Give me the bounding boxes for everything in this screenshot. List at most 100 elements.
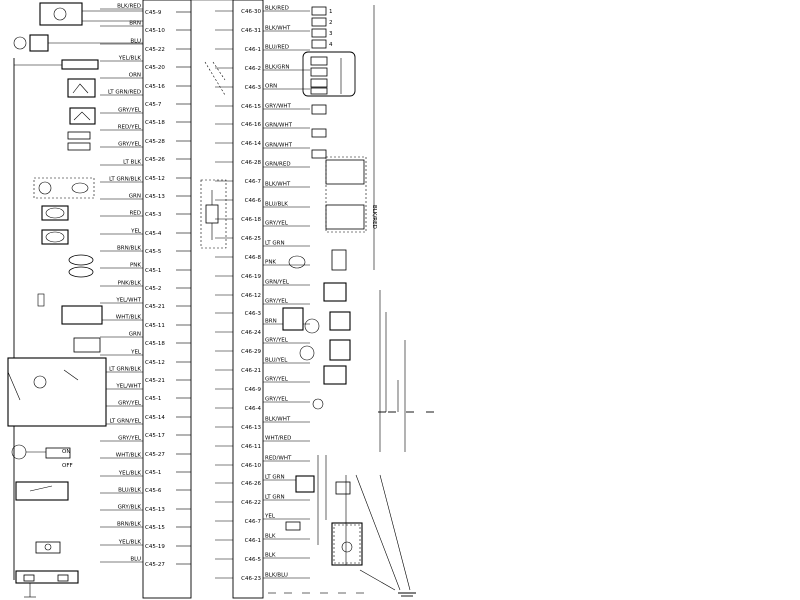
resistor-pair: [67, 131, 91, 151]
right-wire-label: GRY/WHT: [265, 104, 292, 110]
left-wire-label: ORN: [129, 73, 141, 79]
right-connector-pin: C46-1: [245, 538, 261, 544]
ground-symbols-right: [378, 411, 434, 597]
fuel-pump-unit: [331, 522, 363, 566]
right-connector-pin: C46-3: [245, 311, 262, 317]
left-wire-label: YEL: [130, 350, 142, 356]
right-connector-pin: C46-6: [245, 198, 262, 204]
oxygen-sensors: [68, 254, 94, 278]
right-wire-label: GRN/WHT: [265, 123, 293, 129]
injector-2: [41, 229, 69, 245]
left-wire-label: YEL: [130, 229, 142, 235]
right-wire-label: BLU/RED: [265, 45, 289, 51]
right-connector-pin: C46-13: [241, 425, 261, 431]
right-wire-label: BLK/WHT: [265, 26, 291, 32]
left-connector-pin: C45-18: [145, 341, 165, 347]
pin-number-1: 1: [329, 9, 333, 15]
right-connector-pin: C46-4: [245, 406, 262, 412]
right-connector-pin: C46-14: [241, 141, 261, 147]
ignition-coil-pack: [302, 51, 356, 97]
left-connector-pin: C45-26: [145, 157, 165, 163]
relay-box-left: [61, 305, 103, 353]
injector-1: [41, 205, 69, 221]
left-connector-pin: C45-12: [145, 176, 165, 182]
left-wire-label: LT GRN/BLK: [109, 367, 141, 373]
right-wire-label: ORN: [265, 84, 277, 90]
relay-switch-bottom: [15, 481, 69, 501]
right-connector-pin: C46-15: [241, 104, 261, 110]
right-connector-pin: C46-26: [241, 481, 261, 487]
left-connector-pin: C45-5: [145, 249, 162, 255]
left-wire-label: GRY/YEL: [118, 436, 142, 442]
left-wire-label: YEL/BLK: [118, 471, 142, 477]
left-wire-label: GRN: [129, 194, 141, 200]
left-connector-pin: C45-6: [145, 488, 162, 494]
left-wire-label: LT BLK: [123, 160, 141, 166]
left-connector-pin: C45-28: [145, 139, 165, 145]
right-wire-label: GRN/RED: [265, 162, 291, 168]
left-wire-label: RED: [129, 211, 141, 217]
left-connector-pin: C45-13: [145, 194, 165, 200]
right-connector-pin: C46-24: [241, 330, 261, 336]
sensor-box-top: [39, 2, 143, 26]
left-connector-pin: C45-22: [145, 47, 165, 53]
right-connector-pin: C46-19: [241, 274, 261, 280]
pin-number-2: 2: [329, 20, 333, 26]
right-connector-pin: C46-21: [241, 368, 261, 374]
left-connector-pin: C45-9: [145, 10, 162, 16]
switch-label-on: ON: [62, 449, 70, 455]
left-connector-pin: C45-3: [145, 212, 162, 218]
relay-bottom: [285, 475, 351, 531]
fuse-block-mid: [311, 104, 327, 159]
left-wire-label: WHT/BLK: [116, 315, 142, 321]
right-wire-label: GRY/YEL: [265, 397, 289, 403]
motor-relay-upper: [282, 282, 351, 334]
right-wire-label: BLK/RED: [265, 6, 289, 12]
left-wire-label: BLU: [130, 39, 141, 45]
right-wire-label: BLK/WHT: [265, 417, 291, 423]
fuse-component: [14, 59, 99, 70]
side-label: BLK/RED: [371, 205, 377, 229]
sensor-box-b: [69, 107, 96, 125]
right-wire-label: YEL: [264, 514, 276, 520]
right-connector-pin: C46-12: [241, 293, 261, 299]
right-connector-pin: C46-3: [245, 85, 262, 91]
right-connector-pin: C46-22: [241, 500, 261, 506]
right-wire-label: BLK: [265, 553, 276, 559]
meter-symbol: [11, 444, 71, 460]
right-wire-label: BLK/GRN: [265, 65, 290, 71]
left-wire-label: PNK: [130, 263, 141, 269]
valve-symbol: [288, 249, 347, 271]
left-wire-label: BRN/BLK: [117, 246, 141, 252]
left-wire-label: LT GRN/RED: [108, 90, 141, 96]
left-connector-pin: C45-17: [145, 433, 165, 439]
right-wire-label: GRN/WHT: [265, 143, 293, 149]
right-connector-pin: C46-16: [241, 122, 261, 128]
left-connector-pin: C45-19: [145, 544, 165, 550]
right-connector-pin: C46-7: [245, 179, 262, 185]
capacitor-symbol: [35, 541, 61, 554]
right-connector-pin: C46-8: [245, 255, 262, 261]
right-connector-pin: C46-5: [245, 557, 262, 563]
solenoid-pair: [325, 156, 367, 233]
left-wire-label: BRN/BLK: [117, 522, 141, 528]
right-wire-label: LT GRN: [265, 241, 285, 247]
right-connector-pin: C46-1: [245, 47, 261, 53]
right-wire-label: GRY/YEL: [265, 299, 289, 305]
left-wire-label: GRY/BLK: [118, 505, 142, 511]
left-connector-pin: C45-4: [145, 231, 162, 237]
left-connector-pin: C45-7: [145, 102, 162, 108]
left-wire-label: YEL/BLK: [118, 540, 142, 546]
left-connector-pin: C45-1: [145, 470, 161, 476]
left-wire-label: WHT/BLK: [116, 453, 142, 459]
right-wire-label: GRY/YEL: [265, 377, 289, 383]
left-wire-label: LT GRN/YEL: [110, 419, 142, 425]
left-wire-label: BLK/RED: [117, 4, 141, 10]
left-connector-pin: C45-16: [145, 84, 165, 90]
right-wire-label: GRN/YEL: [265, 280, 290, 286]
left-wire-label: YEL/WHT: [115, 298, 141, 304]
ground-connector-bottom: [15, 570, 79, 598]
combination-switch: [7, 357, 107, 427]
left-module-body: [142, 0, 192, 599]
